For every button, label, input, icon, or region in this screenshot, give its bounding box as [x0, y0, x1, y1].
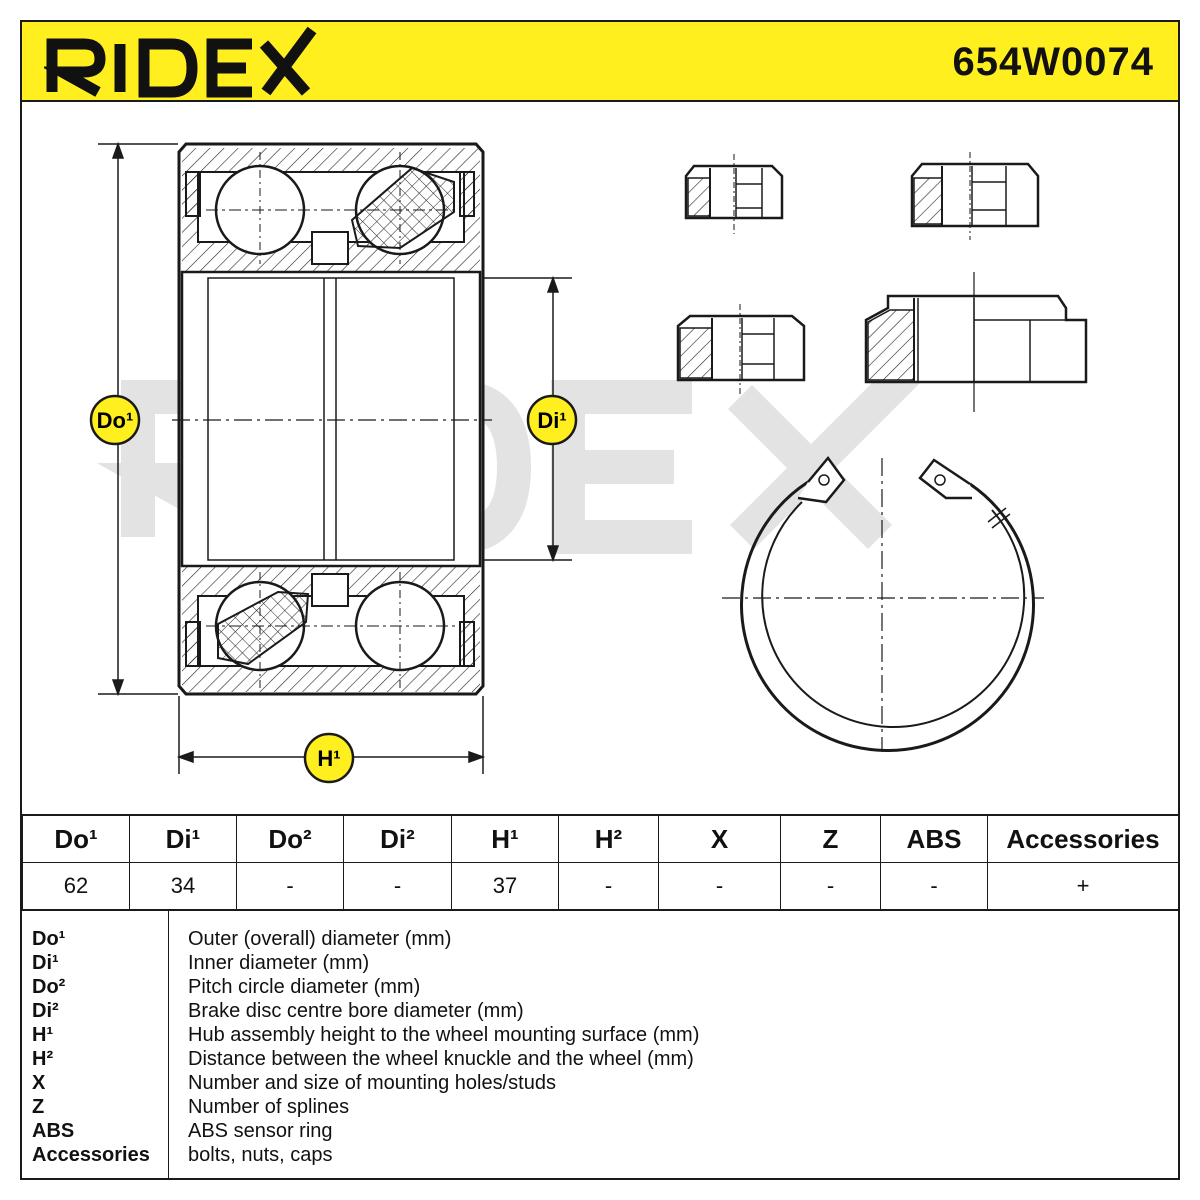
spec-value-do2: -: [236, 862, 344, 910]
legend-row: Accessories bolts, nuts, caps: [22, 1143, 1172, 1167]
nut-2: [910, 152, 1040, 240]
spec-header-di2: Di²: [343, 814, 452, 863]
spec-header-h1: H¹: [451, 814, 559, 863]
legend-row: X Number and size of mounting holes/stud…: [22, 1071, 1172, 1095]
spec-value-accessories: +: [987, 862, 1179, 910]
legend: Do¹ Outer (overall) diameter (mm) Di¹ In…: [22, 909, 1178, 1180]
header-bar: 654W0074: [22, 22, 1178, 102]
legend-row: H¹ Hub assembly height to the wheel moun…: [22, 1023, 1172, 1047]
badge-di1: Di¹: [526, 394, 578, 446]
technical-drawing: Do¹ Di¹ H¹: [22, 102, 1178, 814]
legend-desc: ABS sensor ring: [188, 1120, 333, 1142]
spec-header-x: X: [658, 814, 781, 863]
spec-header-accessories: Accessories: [987, 814, 1179, 863]
legend-row: Do² Pitch circle diameter (mm): [22, 975, 1172, 999]
spec-header-row: Do¹ Di¹ Do² Di² H¹ H² X Z ABS Accessorie…: [22, 814, 1179, 863]
spec-value-z: -: [780, 862, 881, 910]
drawing-svg: Do¹ Di¹ H¹: [89, 141, 1088, 784]
part-number: 654W0074: [952, 40, 1154, 84]
flange-nut: [864, 272, 1088, 412]
spec-header-h2: H²: [558, 814, 659, 863]
svg-text:Do¹: Do¹: [97, 408, 134, 433]
badge-do1: Do¹: [89, 394, 141, 446]
legend-row: Di² Brake disc centre bore diameter (mm): [22, 999, 1172, 1023]
legend-desc: Distance between the wheel knuckle and t…: [188, 1048, 694, 1070]
legend-key: Di²: [32, 1000, 59, 1022]
legend-key: Di¹: [32, 952, 59, 974]
spec-value-di2: -: [343, 862, 452, 910]
spec-header-do2: Do²: [236, 814, 344, 863]
nut-3: [676, 304, 806, 394]
legend-row: H² Distance between the wheel knuckle an…: [22, 1047, 1172, 1071]
legend-desc: Number and size of mounting holes/studs: [188, 1072, 556, 1094]
datasheet-frame: 654W0074: [20, 20, 1180, 1180]
badge-h1: H¹: [303, 732, 355, 784]
svg-text:H¹: H¹: [317, 746, 340, 771]
spec-value-abs: -: [880, 862, 988, 910]
ridex-logo: [40, 26, 324, 103]
legend-key: Do¹: [32, 928, 66, 950]
spec-header-do1: Do¹: [22, 814, 130, 863]
legend-key: Accessories: [32, 1144, 150, 1166]
legend-row: ABS ABS sensor ring: [22, 1119, 1172, 1143]
spec-table: Do¹ Di¹ Do² Di² H¹ H² X Z ABS Accessorie…: [22, 814, 1179, 910]
legend-row: Di¹ Inner diameter (mm): [22, 951, 1172, 975]
spec-value-di1: 34: [129, 862, 237, 910]
legend-desc: Hub assembly height to the wheel mountin…: [188, 1024, 700, 1046]
spec-value-h1: 37: [451, 862, 559, 910]
legend-desc: Outer (overall) diameter (mm): [188, 928, 452, 950]
spec-header-z: Z: [780, 814, 881, 863]
legend-desc: Inner diameter (mm): [188, 952, 370, 974]
legend-key: ABS: [32, 1120, 75, 1142]
spec-value-h2: -: [558, 862, 659, 910]
legend-desc: Brake disc centre bore diameter (mm): [188, 1000, 524, 1022]
legend-desc: Pitch circle diameter (mm): [188, 976, 421, 998]
nut-1: [684, 154, 784, 234]
legend-desc: bolts, nuts, caps: [188, 1144, 333, 1166]
ridex-logo-mark: [40, 26, 317, 98]
legend-row: Z Number of splines: [22, 1095, 1172, 1119]
spec-header-di1: Di¹: [129, 814, 237, 863]
legend-key: H¹: [32, 1024, 54, 1046]
circlip: [722, 455, 1044, 752]
bearing-cross-section: [172, 142, 492, 696]
legend-key: H²: [32, 1048, 54, 1070]
spec-value-row: 62 34 - - 37 - - - - +: [22, 862, 1179, 910]
spec-value-x: -: [658, 862, 781, 910]
legend-desc: Number of splines: [188, 1096, 350, 1118]
legend-divider: [168, 911, 169, 1180]
legend-row: Do¹ Outer (overall) diameter (mm): [22, 927, 1172, 951]
legend-key: Z: [32, 1096, 45, 1118]
spec-value-do1: 62: [22, 862, 130, 910]
spec-header-abs: ABS: [880, 814, 988, 863]
svg-text:Di¹: Di¹: [537, 408, 566, 433]
dimension-h1: [176, 696, 486, 774]
legend-key: X: [32, 1072, 46, 1094]
legend-key: Do²: [32, 976, 66, 998]
